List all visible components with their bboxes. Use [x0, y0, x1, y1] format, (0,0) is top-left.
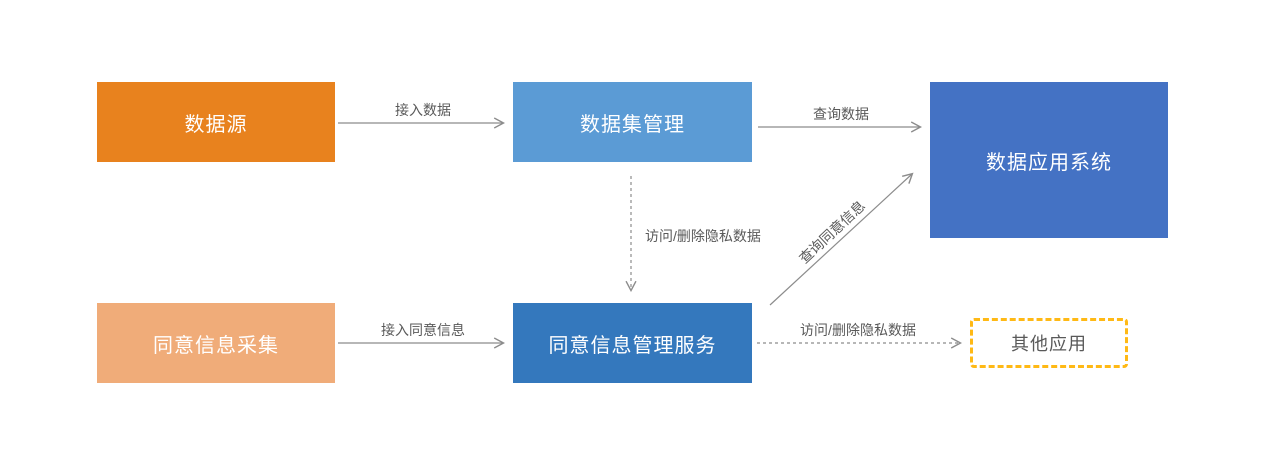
node-data-source: 数据源	[97, 82, 335, 162]
node-consent-collection-label: 同意信息采集	[153, 334, 279, 357]
arrow-query-consent-info	[769, 172, 914, 306]
node-dataset-management: 数据集管理	[513, 82, 752, 162]
node-dataset-management-label: 数据集管理	[580, 113, 685, 136]
edge-label-access-delete-private-data-horizontal: 访问/删除隐私数据	[800, 322, 916, 338]
edge-label-access-consent-info: 接入同意信息	[381, 322, 465, 338]
edge-label-query-consent-info: 查询同意信息	[795, 197, 869, 267]
node-data-application-system-label: 数据应用系统	[986, 151, 1112, 174]
node-other-applications-label: 其他应用	[1011, 334, 1087, 354]
edge-label-access-delete-private-data-vertical: 访问/删除隐私数据	[645, 228, 761, 244]
node-consent-collection: 同意信息采集	[97, 303, 335, 383]
edge-label-access-data: 接入数据	[395, 102, 451, 118]
node-consent-management-service: 同意信息管理服务	[513, 303, 752, 383]
node-data-application-system: 数据应用系统	[930, 82, 1168, 238]
node-consent-management-service-label: 同意信息管理服务	[548, 334, 717, 357]
edge-label-query-data: 查询数据	[813, 106, 869, 122]
node-data-source-label: 数据源	[184, 113, 248, 136]
node-other-applications: 其他应用	[970, 318, 1128, 368]
